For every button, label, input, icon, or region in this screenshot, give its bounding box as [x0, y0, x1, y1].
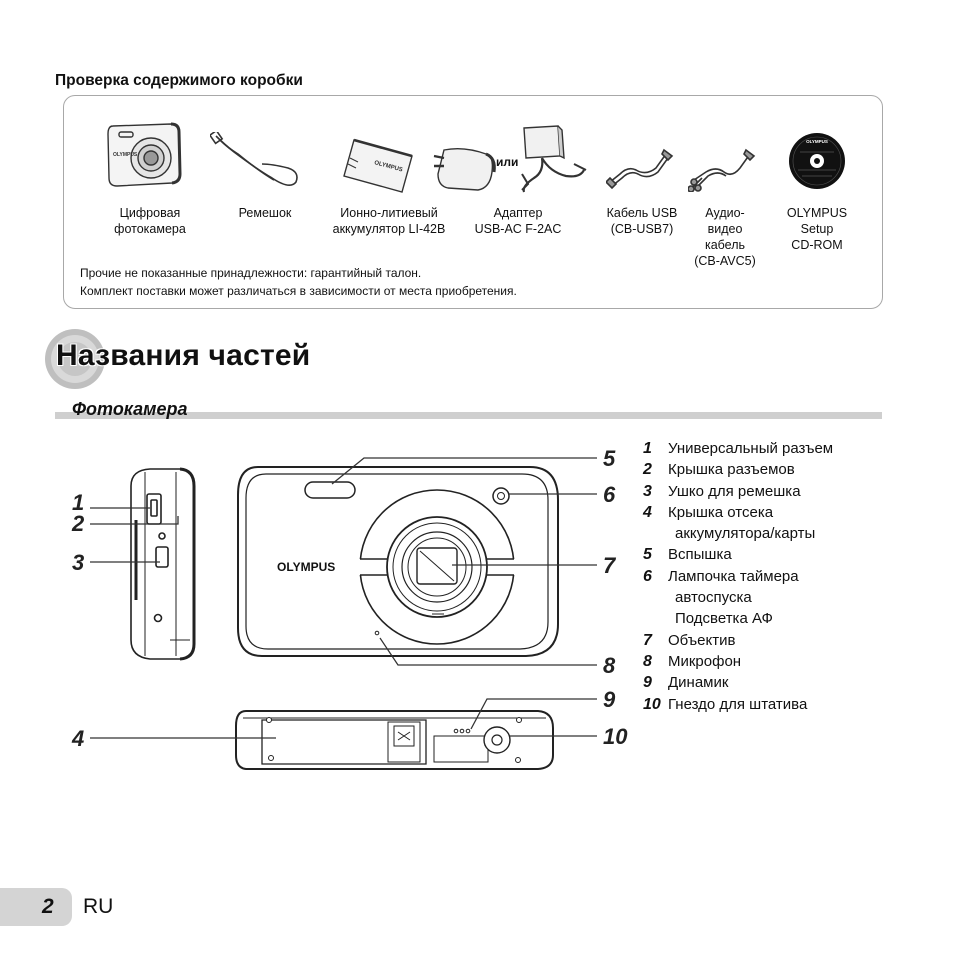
callout-number-8: 8 [603, 653, 616, 678]
part-number: 4 [643, 503, 652, 521]
part-item: 7 Объектив [643, 630, 943, 651]
callout-lines [90, 457, 597, 739]
part-item: 1 Универсальный разъем [643, 438, 943, 459]
part-item: 2 Крышка разъемов [643, 459, 943, 480]
page-number-tab [0, 888, 72, 926]
callout-number-2: 2 [71, 511, 85, 536]
page-language: RU [83, 895, 114, 918]
subsection-title: Фотокамера [72, 399, 188, 419]
part-item: 10 Гнездо для штатива [643, 694, 943, 715]
callout-number-9: 9 [603, 687, 616, 712]
callout-number-6: 6 [603, 482, 616, 507]
part-number: 1 [643, 440, 652, 457]
part-number: 9 [643, 674, 652, 692]
camera-side-view [130, 467, 196, 661]
box-item-label-battery: Ионно-литиевый аккумулятор LI-42B [332, 206, 446, 236]
box-contents-panel: OLYMPUS Цифровая фотокамера Ремешок OLYM… [63, 95, 883, 309]
battery-icon: OLYMPUS [343, 138, 413, 193]
strap-icon [210, 132, 298, 186]
part-text: Крышка разъемов [668, 461, 795, 479]
part-text: Объектив [668, 631, 736, 649]
parts-list: 1 Универсальный разъем 2 Крышка разъемов 3… [643, 438, 943, 715]
part-item: 6 Лампочка таймера [643, 566, 943, 587]
usb-ac-adapter-icon [433, 147, 496, 191]
part-number: 7 [643, 631, 652, 649]
cd-brand-text: OLYMPUS [806, 139, 828, 144]
part-item-continuation: аккумулятора/карты [643, 523, 943, 544]
part-text: автоспуска [675, 589, 752, 607]
callout-number-4: 4 [71, 726, 84, 751]
part-item-continuation: Подсветка АФ [643, 608, 943, 629]
box-note-supply-varies: Комплект поставки может различаться в за… [80, 284, 517, 298]
page-number: 2 [42, 895, 54, 918]
box-item-label-av-cable: Аудио- видео кабель (CB-AVC5) [694, 206, 756, 268]
box-contents-heading: Проверка содержимого коробки [55, 72, 303, 89]
part-text: Лампочка таймера [668, 567, 799, 585]
box-item-label-strap: Ремешок [238, 206, 292, 220]
part-number: 5 [643, 546, 652, 564]
part-item: 8 Микрофон [643, 651, 943, 672]
part-item: 3 Ушко для ремешка [643, 481, 943, 502]
callout-line-8 [379, 637, 597, 666]
part-text: Универсальный разъем [668, 440, 834, 457]
box-item-label-camera: Цифровая фотокамера [114, 206, 186, 236]
part-text: Гнездо для штатива [668, 695, 808, 713]
part-item-continuation: автоспуска [643, 587, 943, 608]
box-item-label-adapter: Адаптер USB-AC F-2AC [474, 206, 562, 236]
part-item: 5 Вспышка [643, 544, 943, 565]
part-text: Микрофон [668, 652, 742, 670]
camera-icon: OLYMPUS [107, 122, 182, 187]
svg-text:OLYMPUS: OLYMPUS [113, 152, 138, 158]
subsection-bar [55, 412, 882, 419]
part-text: Вспышка [668, 546, 732, 564]
part-number: 10 [643, 695, 661, 713]
part-number: 6 [643, 567, 652, 585]
callout-number-1: 1 [72, 490, 84, 515]
box-item-label-cd-rom: OLYMPUS Setup CD-ROM [786, 206, 848, 252]
callout-line-2 [90, 516, 179, 525]
part-item: 9 Динамик [643, 672, 943, 693]
front-brand-text: OLYMPUS [277, 560, 335, 574]
part-text: Ушко для ремешка [668, 482, 801, 500]
camera-bottom-view [235, 710, 554, 770]
callout-number-7: 7 [603, 553, 617, 578]
callout-numbers: 1 2 3 4 5 6 7 8 9 10 [71, 446, 628, 751]
box-item-label-usb-cable: Кабель USB (CB-USB7) [606, 206, 678, 236]
part-number: 8 [643, 652, 652, 670]
callout-number-5: 5 [603, 446, 616, 471]
box-note-accessories: Прочие не показанные принадлежности: гар… [80, 266, 422, 280]
part-text: Крышка отсека [668, 503, 774, 521]
callout-line-9 [470, 698, 597, 730]
camera-front-view: OLYMPUS [237, 466, 559, 657]
usb-ac-adapter-icon [521, 125, 587, 193]
callout-number-10: 10 [603, 724, 628, 749]
or-label: или [496, 155, 519, 169]
part-text: аккумулятора/карты [675, 525, 816, 543]
section-title: Названия частей [56, 339, 311, 372]
part-number: 2 [643, 461, 652, 479]
av-cable-icon [688, 148, 756, 192]
part-item: 4 Крышка отсека [643, 502, 943, 523]
usb-cable-icon [606, 148, 674, 190]
section-circle-icon [45, 329, 105, 389]
part-number: 3 [643, 482, 652, 500]
callout-line-5 [331, 457, 597, 485]
part-text: Динамик [668, 674, 729, 692]
part-text: Подсветка АФ [675, 610, 773, 628]
cd-rom-icon: OLYMPUS [789, 133, 845, 189]
callout-number-3: 3 [72, 550, 84, 575]
